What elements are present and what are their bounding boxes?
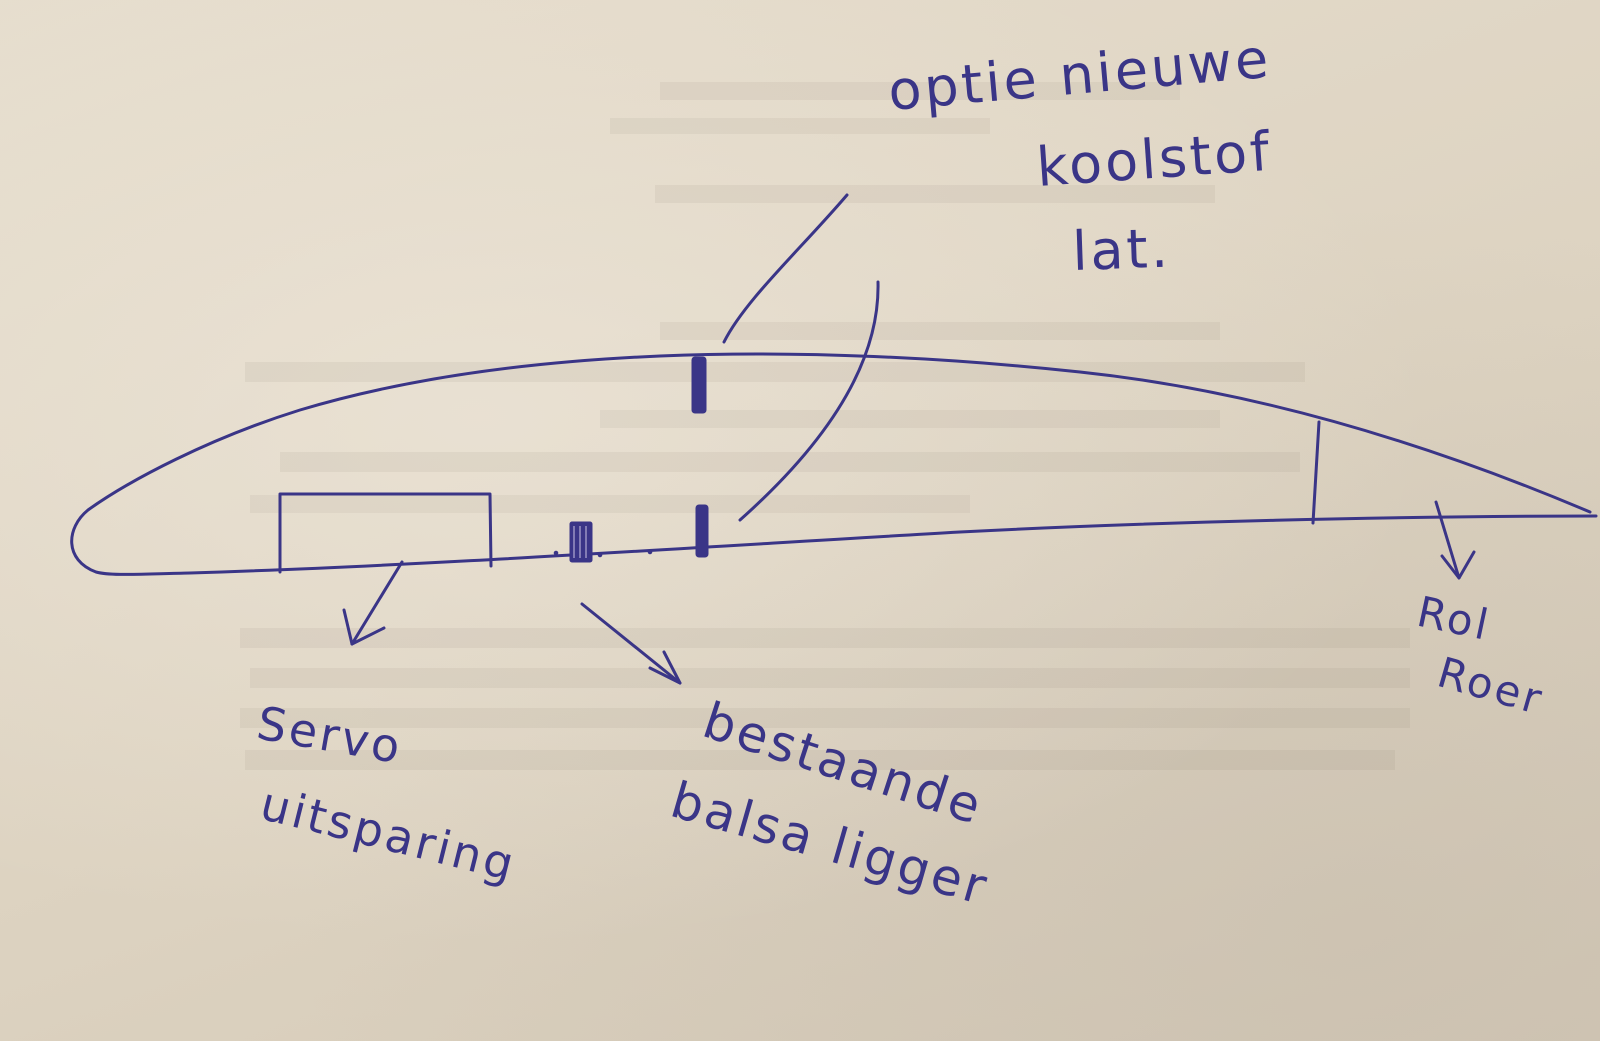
aileron-hinge-line	[1311, 420, 1321, 525]
carbon-note-line-3: lat.	[1071, 217, 1172, 283]
carbon-note-leader-upper	[722, 193, 849, 344]
carbon-note-leader-lower	[738, 280, 880, 522]
aileron-note-line-1: Rol	[1413, 587, 1495, 650]
carbon-spar-option	[691, 356, 709, 558]
carbon-note-line-2: koolstof	[1035, 120, 1275, 199]
balsa-spar	[553, 521, 653, 563]
spar-arrow	[580, 602, 682, 685]
aileron-note-line-2: Roer	[1432, 648, 1549, 725]
servo-arrow	[342, 560, 404, 646]
airfoil-outline	[70, 352, 1598, 576]
show-through-texture	[240, 82, 1410, 770]
servo-note-line-2: uitsparing	[255, 776, 522, 892]
carbon-note-line-1: optie nieuwe	[886, 27, 1274, 123]
aileron-arrow	[1434, 500, 1476, 580]
servo-cutout-rectangle	[278, 492, 493, 574]
